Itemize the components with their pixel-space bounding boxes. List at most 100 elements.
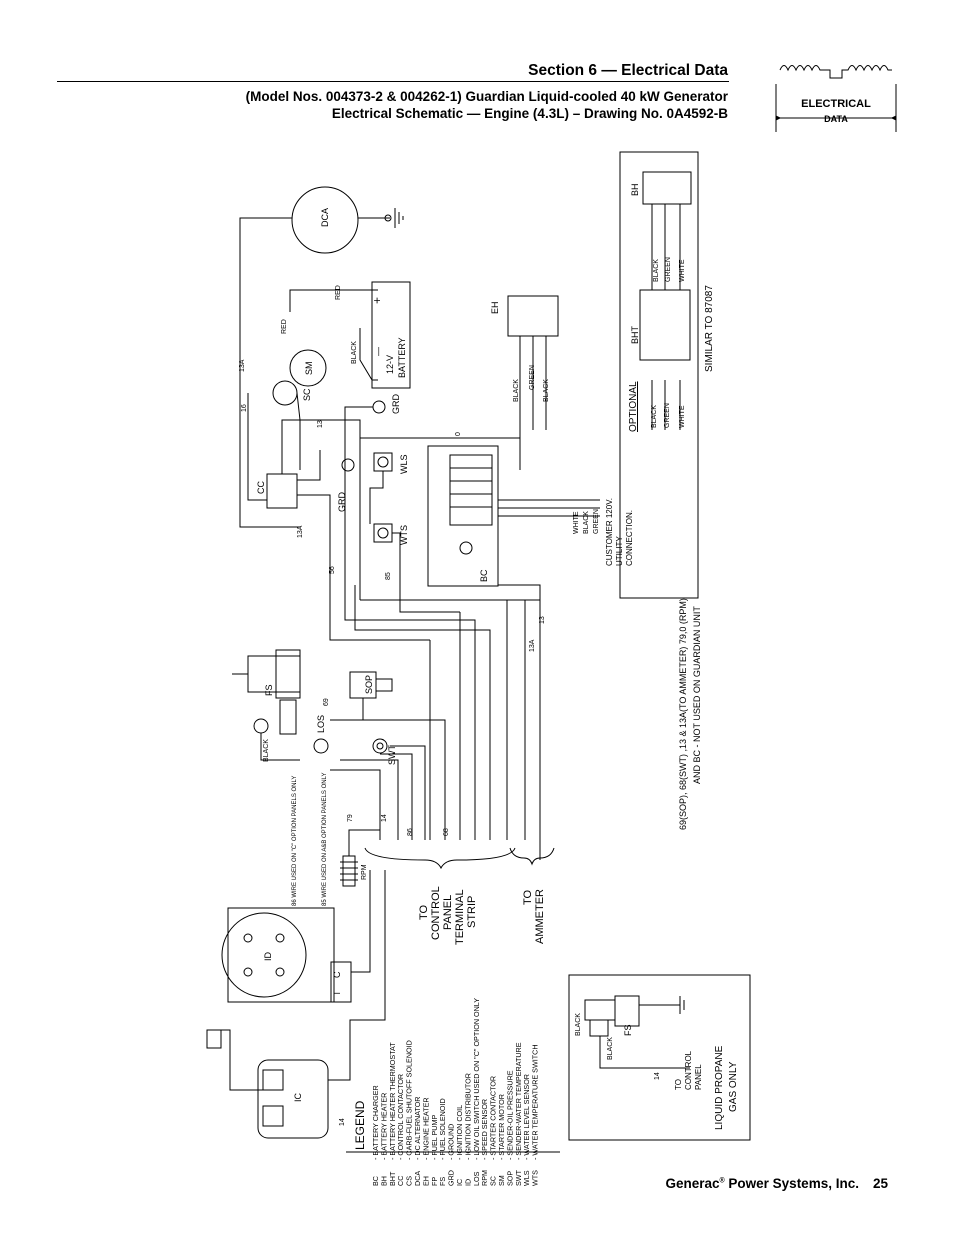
lp-fs-symbol [584, 995, 640, 1037]
ic-label: IC [293, 1092, 303, 1102]
legend-item: FS- FUEL SOLENOID [438, 1098, 447, 1186]
legend-code: CC [396, 1176, 405, 1186]
lp-to-3: PANEL [694, 1064, 703, 1090]
wire-label-0: 0 [455, 432, 462, 436]
legend-desc: - STARTER CONTACTOR [489, 1076, 498, 1160]
wire-label-red: RED [335, 285, 342, 300]
legend-code: SOP [505, 1171, 514, 1186]
star-note-2: AND BC - NOT USED ON GUARDIAN UNIT [692, 606, 702, 784]
battery-label-1: 12-V [385, 355, 395, 374]
c-label: C [332, 971, 342, 978]
cc-label: CC [256, 481, 266, 494]
liquid-propane-box [568, 974, 751, 1141]
legend-code: WTS [531, 1170, 540, 1186]
los-symbol [313, 738, 329, 754]
grd-label-2: GRD [337, 492, 347, 513]
wire-grd [344, 406, 373, 565]
wire-to-id [351, 870, 371, 973]
lp-wire-black-2: BLACK [607, 1037, 614, 1060]
wts-symbol [373, 523, 393, 543]
sc-symbol [272, 380, 298, 406]
legend-item: IC- IGNITION COIL [455, 1105, 464, 1186]
legend-item: WTS- WATER TEMPERATURE SWITCH [531, 1044, 540, 1186]
ground-icon [679, 996, 685, 1014]
wire-label-black-fs: BLACK [263, 739, 270, 762]
sm-label: SM [304, 362, 314, 376]
to-control-4: TERMINAL [454, 889, 466, 945]
legend-code: WLS [522, 1170, 531, 1186]
wire-0-bc [360, 437, 521, 470]
bh-wire-white: WHITE [679, 259, 686, 282]
wire-label-68: 68 [443, 828, 450, 836]
lp-wire [599, 1036, 690, 1069]
to-control-3: PANEL [442, 895, 454, 930]
wire-black-battery [359, 328, 378, 381]
wire-label-red-2: RED [281, 319, 288, 334]
wire-red [289, 289, 378, 312]
wts-label: WTS [399, 525, 409, 545]
legend-item: BC- BATTERY CHARGER [371, 1085, 380, 1186]
grd-label: GRD [391, 394, 401, 415]
legend-code: BHT [388, 1171, 397, 1186]
wire-label-13a-amm: 13A [529, 639, 536, 652]
wire-label-black-cust: BLACK [583, 511, 590, 534]
wire-label-green-cust: GREEN [593, 509, 600, 534]
wire-label-black: BLACK [351, 341, 358, 364]
legend-code: LOS [472, 1171, 481, 1186]
grd-lug-fs [253, 718, 269, 734]
to-control-1: TO [418, 904, 430, 920]
note-85-wire: 85 WIRE USED ON A&B OPTION PANELS ONLY [322, 773, 328, 906]
legend-desc: - BATTERY CHARGER [371, 1085, 380, 1160]
header-rule [57, 81, 729, 82]
ground-icon [394, 208, 404, 228]
to-control-5: STRIP [466, 896, 478, 928]
legend-desc: - FUEL SOLENOID [438, 1098, 447, 1160]
legend-code: DCA [413, 1171, 422, 1186]
legend-desc: - LOW OIL SWITCH USED ON "C" OPTION ONLY [472, 998, 481, 1160]
to-ammeter-1: TO [522, 889, 534, 905]
battery-plus: + [370, 297, 384, 304]
drawing-subtitle-model: (Model Nos. 004373-2 & 004262-1) Guardia… [245, 89, 728, 104]
customer-connection-2: UTILITY [615, 536, 624, 566]
wire-85-wts [369, 471, 384, 524]
bc-terminal-block [449, 454, 493, 526]
optional-label: OPTIONAL [628, 381, 639, 432]
legend-item: BH- BATTERY HEATER [379, 1093, 388, 1186]
wire-label-13a-cc: 13A [297, 525, 304, 538]
legend-desc: - DC ALTERNATOR [413, 1097, 422, 1161]
legend-code: SWT [514, 1169, 523, 1186]
legend-item: RPM- SPEED SENSOR [480, 1099, 489, 1186]
lp-label-1: LIQUID PROPANE [714, 1045, 725, 1130]
grd-lug [372, 400, 386, 414]
legend-item: SC- STARTER CONTACTOR [489, 1076, 498, 1186]
t-label: T [332, 990, 342, 996]
opt-wire-green: GREEN [664, 403, 671, 428]
ic-symbol [257, 1059, 329, 1139]
bracket-ammeter [509, 847, 555, 866]
to-control-2: CONTROL [430, 886, 442, 940]
page-number: 25 [872, 1176, 888, 1191]
bht-symbol [639, 289, 691, 361]
legend-item: DCA - DC ALTERNATOR [413, 1097, 422, 1187]
legend-desc: - SPEED SENSOR [480, 1099, 489, 1160]
sop-label: SOP [364, 675, 374, 694]
legend-item: LOS - LOW OIL SWITCH USED ON "C" OPTION O… [472, 998, 481, 1186]
lp-to-2: CONTROL [684, 1050, 693, 1090]
legend-item: EH- ENGINE HEATER [421, 1097, 430, 1186]
legend-desc: - SENDER-OIL PRESSURE [505, 1070, 514, 1160]
opt-wire-white: WHITE [679, 405, 686, 428]
legend-desc: - ENGINE HEATER [421, 1097, 430, 1160]
wire-cs [215, 1029, 263, 1091]
legend-item: SWT- SENDER-WATER TEMPERATURE [514, 1042, 523, 1186]
legend-desc: - BATTERY HEATER [379, 1093, 388, 1160]
legend-desc: - BATTERY HEATER THERMOSTAT [388, 1042, 397, 1160]
wire-85 [392, 532, 460, 613]
wire-label-white: WHITE [573, 511, 580, 534]
legend-desc: - CONTROL CONTACTOR [396, 1074, 405, 1160]
wire-69-sop [330, 698, 364, 721]
coil-icon [775, 65, 897, 132]
id-symbol [221, 907, 352, 1003]
optional-box [619, 151, 699, 599]
legend-item: WLS- WATER LEVEL SENSOR [522, 1074, 531, 1186]
wire-label-13a: 13A [239, 359, 246, 372]
